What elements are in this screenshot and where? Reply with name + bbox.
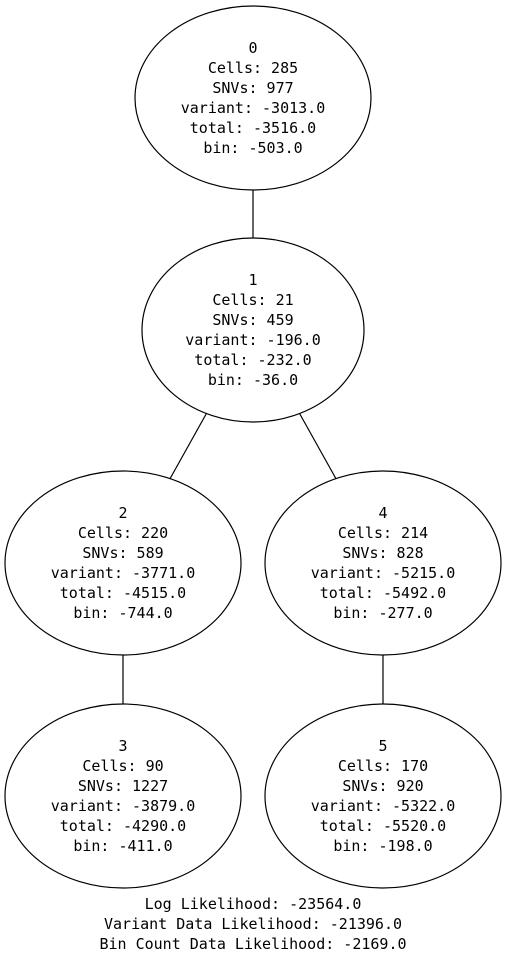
node-id-label: 4 [378,504,387,522]
node-bin-label: bin: -744.0 [73,604,172,622]
variant-likelihood-label: Variant Data Likelihood: -21396.0 [104,915,402,933]
edge-1-4 [299,413,337,479]
node-variant-label: variant: -5322.0 [311,797,456,815]
node-variant-label: variant: -3013.0 [181,99,326,117]
node-snvs-label: SNVs: 1227 [78,777,168,795]
node-variant-label: variant: -5215.0 [311,564,456,582]
node-id-label: 0 [248,39,257,57]
node-snvs-label: SNVs: 828 [342,544,423,562]
node-ellipse [141,237,365,423]
bin-count-likelihood-label: Bin Count Data Likelihood: -2169.0 [99,935,406,953]
node-bin-label: bin: -277.0 [333,604,432,622]
edge-1-2 [169,413,207,479]
node-bin-label: bin: -198.0 [333,837,432,855]
node-cells-label: Cells: 90 [82,757,163,775]
node-total-label: total: -4515.0 [60,584,186,602]
node-snvs-label: SNVs: 920 [342,777,423,795]
node-total-label: total: -5520.0 [320,817,446,835]
node-total-label: total: -5492.0 [320,584,446,602]
node-bin-label: bin: -36.0 [208,371,298,389]
node-id-label: 1 [248,271,257,289]
node-ellipse [264,703,502,889]
node-variant-label: variant: -3771.0 [51,564,196,582]
node-snvs-label: SNVs: 977 [212,79,293,97]
node-bin-label: bin: -503.0 [203,139,302,157]
node-id-label: 2 [118,504,127,522]
node-total-label: total: -3516.0 [190,119,316,137]
node-ellipse [264,470,502,656]
node-ellipse [4,470,242,656]
node-cells-label: Cells: 170 [338,757,428,775]
node-snvs-label: SNVs: 459 [212,311,293,329]
node-ellipse [4,703,242,889]
node-variant-label: variant: -196.0 [185,331,320,349]
likelihood-summary: Log Likelihood: -23564.0 Variant Data Li… [99,895,406,953]
node-cells-label: Cells: 220 [78,524,168,542]
node-variant-label: variant: -3879.0 [51,797,196,815]
node-cells-label: Cells: 214 [338,524,428,542]
node-bin-label: bin: -411.0 [73,837,172,855]
node-cells-label: Cells: 21 [212,291,293,309]
node-id-label: 3 [118,737,127,755]
node-cells-label: Cells: 285 [208,59,298,77]
node-total-label: total: -232.0 [194,351,311,369]
node-id-label: 5 [378,737,387,755]
node-ellipse [134,5,372,191]
log-likelihood-label: Log Likelihood: -23564.0 [145,895,362,913]
node-snvs-label: SNVs: 589 [82,544,163,562]
node-total-label: total: -4290.0 [60,817,186,835]
edges-layer [122,190,384,704]
